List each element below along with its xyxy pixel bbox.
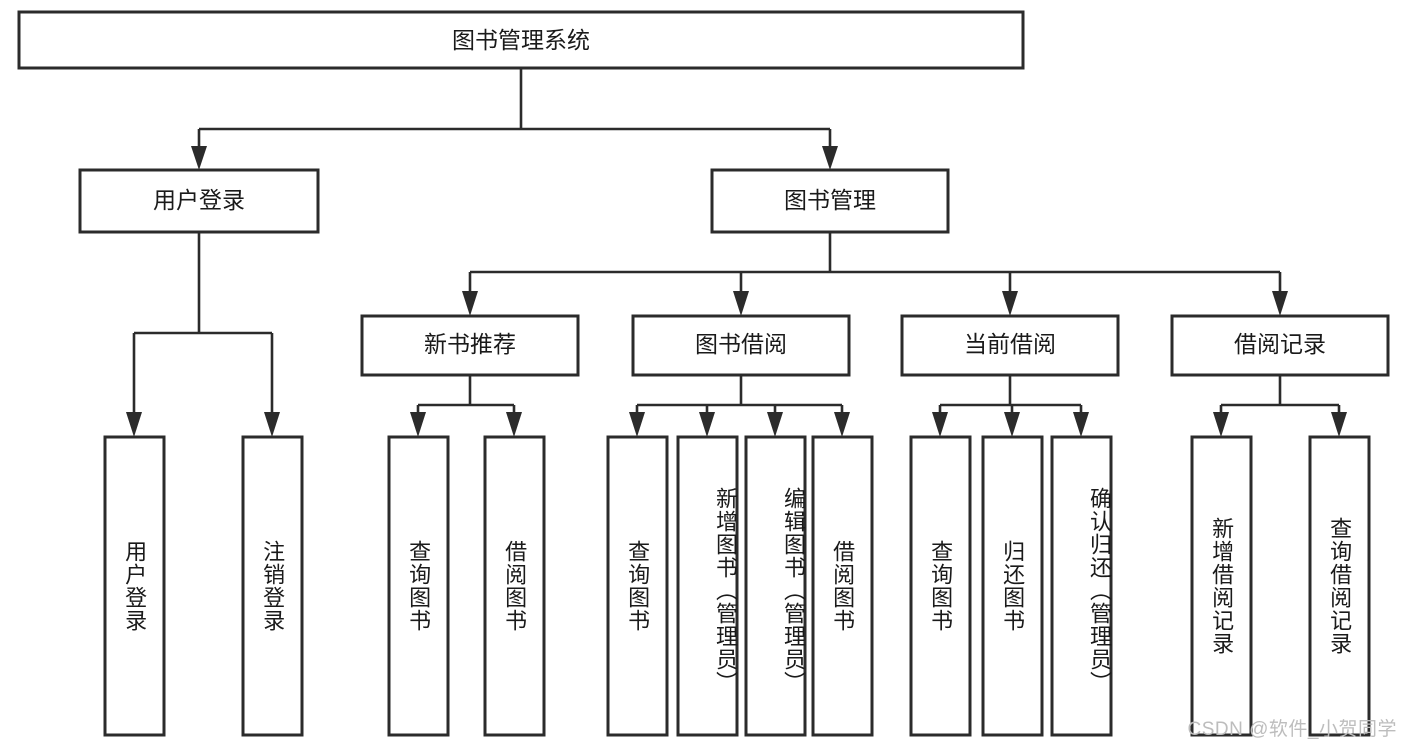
node-borrow-records[interactable]: 借阅记录 — [1170, 314, 1390, 377]
csdn-watermark: CSDN @软件_小贺同学 — [1187, 719, 1397, 740]
node-book-borrow[interactable]: 图书借阅 — [631, 314, 851, 377]
node-book-management[interactable]: 图书管理 — [710, 168, 950, 234]
arrow-head-bw-edit — [767, 412, 783, 437]
arrow-head-borrow — [733, 291, 749, 316]
arrow-head-bw-add — [699, 412, 715, 437]
leaf-box-cb-return-book[interactable] — [981, 435, 1044, 737]
arrow-head-user-login — [191, 146, 207, 170]
node-box-book-borrow[interactable] — [631, 314, 851, 377]
arrow-head-bw-borrow — [834, 412, 850, 437]
arrow-head-nb-borrow — [506, 412, 522, 437]
arrow-head-cb-confirm — [1073, 412, 1089, 437]
arrow-head-nb-query — [410, 412, 426, 437]
leaf-box-bw-query-book[interactable] — [606, 435, 669, 737]
node-box-borrow-records[interactable] — [1170, 314, 1390, 377]
node-current-borrow[interactable]: 当前借阅 — [900, 314, 1120, 377]
arrow-head-records — [1272, 291, 1288, 316]
leaf-box-user-login[interactable] — [103, 435, 166, 737]
node-user-login[interactable]: 用户登录 — [78, 168, 320, 234]
node-box-current-borrow[interactable] — [900, 314, 1120, 377]
node-box-book-management[interactable] — [710, 168, 950, 234]
leaf-box-bw-borrow-book[interactable] — [811, 435, 874, 737]
leaf-box-rc-query-record[interactable] — [1308, 435, 1371, 737]
node-label-user-login: 用户登录 — [153, 187, 245, 213]
arrow-head-leaf-logout — [264, 412, 280, 437]
arrow-head-rc-query — [1331, 412, 1347, 437]
node-label-current-borrow: 当前借阅 — [964, 331, 1056, 357]
node-label-book-management: 图书管理 — [784, 187, 876, 213]
node-new-book-recommend[interactable]: 新书推荐 — [360, 314, 580, 377]
arrow-head-rc-add — [1213, 412, 1229, 437]
node-label-root: 图书管理系统 — [452, 27, 590, 53]
arrow-head-new-books — [462, 291, 478, 316]
leaf-box-cb-confirm-return[interactable] — [1050, 435, 1113, 737]
leaf-box-nb-query-book[interactable] — [387, 435, 450, 737]
arrow-head-cb-return — [1004, 412, 1020, 437]
node-box-user-login[interactable] — [78, 168, 320, 234]
leaf-box-bw-add-book[interactable] — [676, 435, 739, 737]
arrow-head-leaf-user-login — [126, 412, 142, 437]
leaf-box-nb-borrow-book[interactable] — [483, 435, 546, 737]
node-label-borrow-records: 借阅记录 — [1234, 331, 1326, 357]
node-box-root[interactable] — [17, 10, 1025, 70]
connector-layer — [126, 68, 1347, 437]
node-label-book-borrow: 图书借阅 — [695, 331, 787, 357]
node-root-system[interactable]: 图书管理系统 — [17, 10, 1025, 70]
node-label-new-book-recommend: 新书推荐 — [424, 331, 516, 357]
leaf-box-cb-query-book[interactable] — [909, 435, 972, 737]
arrow-head-cb-query — [932, 412, 948, 437]
arrow-head-book-mgmt — [822, 146, 838, 170]
node-box-new-book-recommend[interactable] — [360, 314, 580, 377]
leaf-box-rc-add-record[interactable] — [1190, 435, 1253, 737]
leaf-box-logout[interactable] — [241, 435, 304, 737]
arrow-head-current — [1002, 291, 1018, 316]
arrow-head-bw-query — [629, 412, 645, 437]
leaf-box-bw-edit-book[interactable] — [744, 435, 807, 737]
